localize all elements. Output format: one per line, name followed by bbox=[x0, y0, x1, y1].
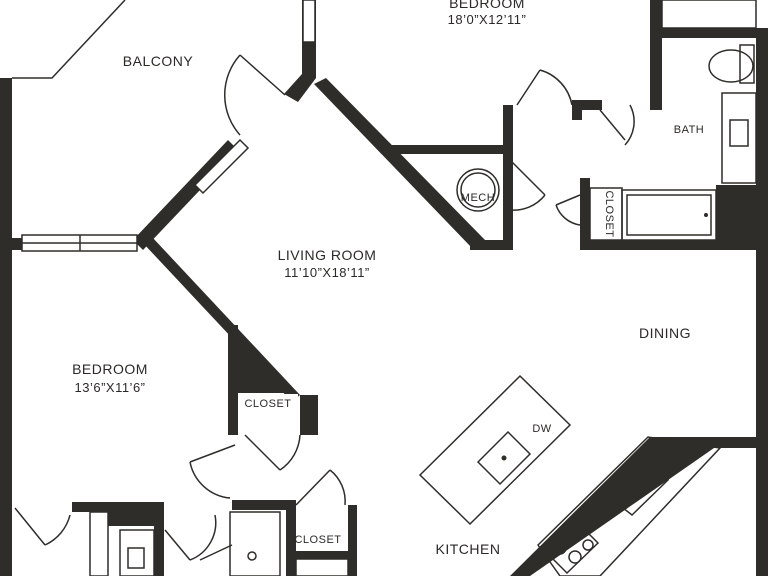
windows bbox=[12, 0, 316, 252]
label-living-room: LIVING ROOM bbox=[278, 247, 377, 263]
label-dw: DW bbox=[532, 423, 551, 435]
label-bedroom-left: BEDROOM bbox=[72, 361, 148, 377]
dims-living-room: 11’10”X18’11” bbox=[284, 265, 370, 280]
doors bbox=[14, 54, 635, 561]
label-bedroom-top: BEDROOM bbox=[449, 0, 525, 11]
room-labels: BALCONY BEDROOM 18’0”X12’11” BATH MECH C… bbox=[72, 0, 704, 557]
label-kitchen: KITCHEN bbox=[436, 541, 501, 557]
fixtures bbox=[89, 0, 757, 576]
label-dining: DINING bbox=[639, 325, 691, 341]
label-bath: BATH bbox=[674, 124, 705, 136]
label-closet-left: CLOSET bbox=[244, 398, 291, 410]
label-mech: MECH bbox=[461, 192, 495, 204]
dims-bedroom-left: 13’6”X11’6” bbox=[74, 380, 145, 395]
dims-bedroom-top: 18’0”X12’11” bbox=[448, 12, 527, 27]
closet-left-box bbox=[238, 394, 298, 410]
label-closet-bottom: CLOSET bbox=[294, 534, 341, 546]
label-balcony: BALCONY bbox=[123, 53, 194, 69]
label-closet-bath: CLOSET bbox=[603, 190, 615, 237]
